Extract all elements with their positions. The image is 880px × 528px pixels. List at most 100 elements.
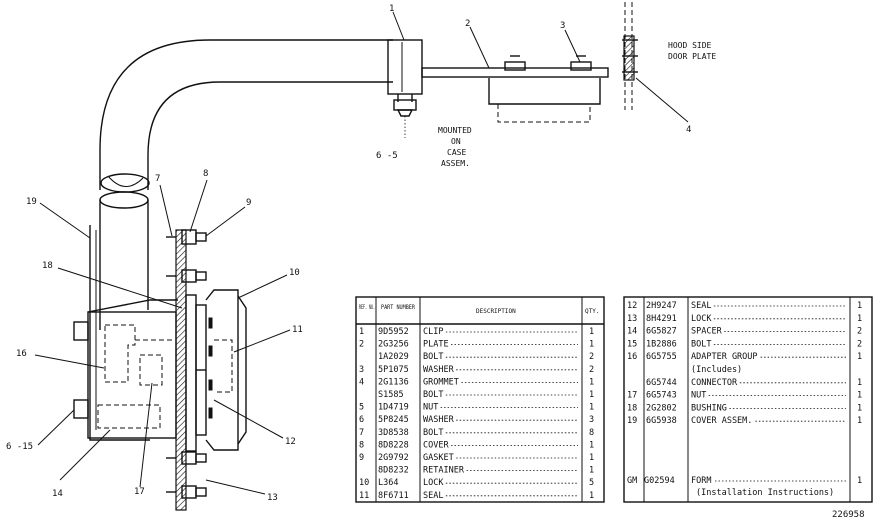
cell-ref: 5 <box>359 403 364 413</box>
cell-desc: GROMMET <box>423 377 459 387</box>
top-leaders <box>392 11 689 123</box>
cell-desc: BOLT <box>691 339 711 349</box>
cell-ref: 4 <box>359 377 364 387</box>
cell-desc: GASKET <box>423 453 454 463</box>
cell-desc: WASHER <box>423 365 455 375</box>
cell-part: 5P8245 <box>378 415 409 425</box>
note-hood-side: HOOD SIDE <box>668 41 712 50</box>
hdr-part: PART NUMBER <box>381 304 415 311</box>
lower-leaders <box>34 179 291 495</box>
cell-qty: 1 <box>857 378 862 388</box>
cell-desc: BOLT <box>423 352 443 362</box>
cell-ref: 3 <box>359 365 364 375</box>
cell-part: 2G1136 <box>378 377 409 387</box>
cell-ref: 2 <box>359 340 364 350</box>
cell-part: 9D5952 <box>378 327 409 337</box>
cell-desc: BOLT <box>423 390 443 400</box>
cell-qty: 1 <box>589 327 594 337</box>
cell-desc: SEAL <box>423 491 443 501</box>
cell-qty: 1 <box>857 314 862 324</box>
cell-part: 1A2029 <box>378 352 409 362</box>
clip-1 <box>387 39 423 138</box>
callout-10: 10 <box>289 268 300 278</box>
cell-part: 1D4719 <box>378 403 409 413</box>
callout-8: 8 <box>203 169 208 179</box>
cell-part: 1B2886 <box>646 339 677 349</box>
cell-qty: 1 <box>589 390 594 400</box>
cell-qty: 1 <box>589 340 594 350</box>
cell-part: 8D8228 <box>378 440 409 450</box>
cell-ref: 1 <box>359 327 364 337</box>
cell-qty: 1 <box>857 403 862 413</box>
cell-desc: SPACER <box>691 327 723 337</box>
cell-qty: 1 <box>589 491 594 501</box>
figure-id: 226958 <box>832 510 865 520</box>
table-right-row: (Includes) <box>691 365 742 375</box>
callout-11: 11 <box>292 325 303 335</box>
callout-17: 17 <box>134 487 145 497</box>
cell-part: 2G9792 <box>378 453 409 463</box>
callout-7: 7 <box>155 174 160 184</box>
table-left-row: 6 5P8245 WASHER 3 <box>359 415 594 425</box>
cell-desc: COVER ASSEM. <box>691 416 752 426</box>
bent-tube <box>99 39 393 193</box>
hdr-qty: QTY. <box>585 308 599 315</box>
cell-desc: BOLT <box>423 428 443 438</box>
cell-desc: PLATE <box>423 340 449 350</box>
cell-ref: 6 <box>359 415 364 425</box>
cell-ref: 8 <box>359 440 364 450</box>
cell-qty: 1 <box>857 352 862 362</box>
table-left-row: 2 2G3256 PLATE 1 <box>359 340 594 350</box>
cell-part: 6G5938 <box>646 416 677 426</box>
hdr-desc: DESCRIPTION <box>476 308 516 315</box>
cell-part: G02594 <box>644 476 675 486</box>
cell-part: 6G5744 <box>646 378 677 388</box>
callout-12: 12 <box>285 437 296 447</box>
cell-part: 8F6711 <box>378 491 409 501</box>
cell-qty: 3 <box>589 415 594 425</box>
cell-desc: LOCK <box>691 314 712 324</box>
callout-2: 2 <box>465 19 470 29</box>
cell-ref: 14 <box>627 327 637 337</box>
cell-qty: 2 <box>857 339 862 349</box>
cell-part: 6G5755 <box>646 352 677 362</box>
callout-13: 13 <box>267 493 278 503</box>
cell-qty: 5 <box>589 478 594 488</box>
cell-ref: GM <box>627 476 637 486</box>
cell-ref: 7 <box>359 428 364 438</box>
callout-9: 9 <box>246 198 251 208</box>
cell-ref: 16 <box>627 352 637 362</box>
cell-desc: FORM <box>691 476 711 486</box>
table-right-row: 15 1B2886 BOLT 2 <box>627 339 862 349</box>
cell-ref: 11 <box>359 491 369 501</box>
cell-qty: 2 <box>857 327 862 337</box>
cell-part: 8D8232 <box>378 466 409 476</box>
cell-ref: 15 <box>627 339 637 349</box>
cell-qty: 1 <box>857 476 862 486</box>
cell-desc: ADAPTER GROUP <box>691 352 758 362</box>
callout-16: 16 <box>16 349 27 359</box>
cell-qty: 1 <box>589 453 594 463</box>
cell-ref: 19 <box>627 416 637 426</box>
callout-3: 3 <box>560 21 565 31</box>
cell-desc: NUT <box>423 403 438 413</box>
hdr-ref: REF. NO. <box>359 304 375 311</box>
note-door-plate: DOOR PLATE <box>668 52 716 61</box>
cell-desc: WASHER <box>423 415 455 425</box>
cell-part: 2G3256 <box>378 340 409 350</box>
cell-part: 6G5743 <box>646 391 677 401</box>
